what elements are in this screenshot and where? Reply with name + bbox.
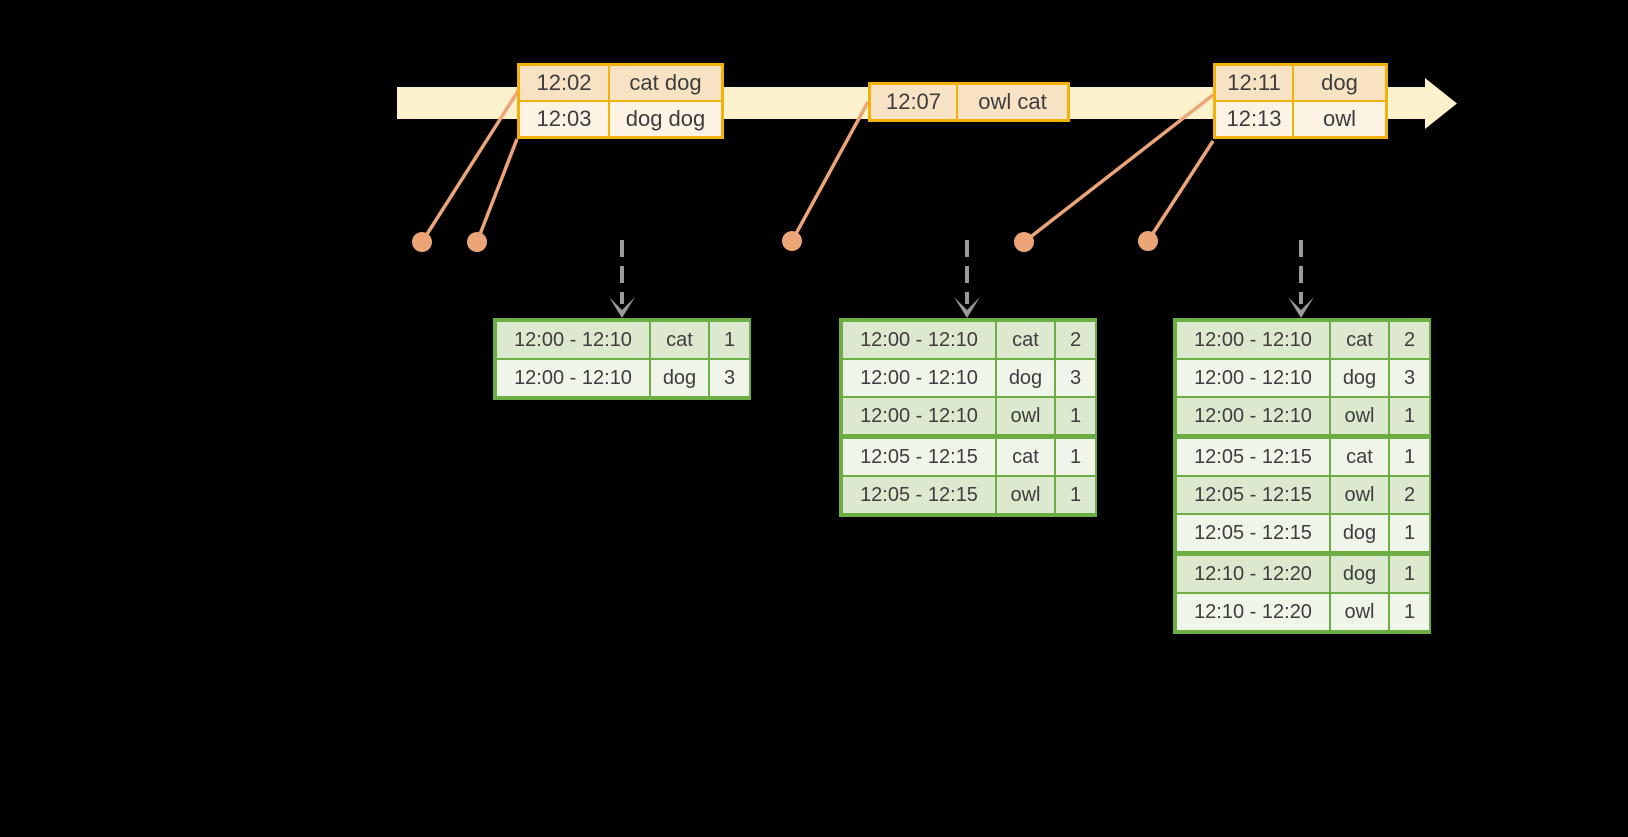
- table-row: 12:10 - 12:20 owl 1: [1177, 594, 1429, 630]
- window-cell: 12:05 - 12:15: [843, 439, 995, 475]
- event-dot: [467, 232, 487, 252]
- event-dot: [782, 231, 802, 251]
- event-words-cell: dog dog: [610, 102, 721, 136]
- count-cell: 3: [710, 360, 749, 396]
- word-cell: dog: [651, 360, 708, 396]
- count-cell: 1: [1056, 477, 1095, 513]
- event-box-3: 12:11 dog 12:13 owl: [1213, 63, 1388, 139]
- count-cell: 1: [1390, 398, 1429, 434]
- event-row: 12:02 cat dog: [520, 66, 721, 100]
- down-arrow-icon: [609, 240, 635, 318]
- connector-line: [1022, 93, 1215, 244]
- word-cell: cat: [651, 322, 708, 358]
- word-cell: owl: [1331, 594, 1388, 630]
- result-table-2: 12:00 - 12:10 cat 2 12:00 - 12:10 dog 3 …: [839, 318, 1097, 517]
- down-arrow-icon: [1288, 240, 1314, 318]
- table-row: 12:05 - 12:15 dog 1: [1177, 515, 1429, 551]
- word-cell: cat: [997, 439, 1054, 475]
- window-cell: 12:00 - 12:10: [843, 322, 995, 358]
- count-cell: 1: [1056, 439, 1095, 475]
- event-words-cell: cat dog: [610, 66, 721, 100]
- event-time-cell: 12:07: [871, 85, 956, 119]
- window-cell: 12:00 - 12:10: [497, 360, 649, 396]
- table-row: 12:00 - 12:10 dog 3: [843, 360, 1095, 396]
- word-cell: cat: [1331, 439, 1388, 475]
- table-row: 12:05 - 12:15 cat 1: [843, 439, 1095, 475]
- window-cell: 12:00 - 12:10: [1177, 360, 1329, 396]
- window-cell: 12:00 - 12:10: [1177, 322, 1329, 358]
- window-cell: 12:05 - 12:15: [1177, 515, 1329, 551]
- table-row: 12:05 - 12:15 owl 1: [843, 477, 1095, 513]
- event-row: 12:13 owl: [1216, 102, 1385, 136]
- table-row: 12:00 - 12:10 owl 1: [1177, 398, 1429, 434]
- window-cell: 12:00 - 12:10: [497, 322, 649, 358]
- table-row: 12:00 - 12:10 dog 3: [1177, 360, 1429, 396]
- event-time-cell: 12:11: [1216, 66, 1292, 100]
- count-cell: 1: [1390, 556, 1429, 592]
- word-cell: dog: [997, 360, 1054, 396]
- connector-line: [790, 101, 870, 242]
- window-cell: 12:00 - 12:10: [843, 360, 995, 396]
- result-table-3: 12:00 - 12:10 cat 2 12:00 - 12:10 dog 3 …: [1173, 318, 1431, 634]
- connector-line: [420, 87, 522, 243]
- event-time-cell: 12:02: [520, 66, 608, 100]
- word-cell: owl: [997, 477, 1054, 513]
- event-time-cell: 12:13: [1216, 102, 1292, 136]
- window-cell: 12:05 - 12:15: [843, 477, 995, 513]
- count-cell: 2: [1056, 322, 1095, 358]
- event-row: 12:07 owl cat: [871, 85, 1067, 119]
- window-cell: 12:05 - 12:15: [1177, 477, 1329, 513]
- table-row: 12:00 - 12:10 cat 2: [843, 322, 1095, 358]
- word-cell: dog: [1331, 515, 1388, 551]
- count-cell: 2: [1390, 477, 1429, 513]
- event-words-cell: dog: [1294, 66, 1385, 100]
- word-cell: owl: [1331, 398, 1388, 434]
- count-cell: 1: [1056, 398, 1095, 434]
- word-cell: dog: [1331, 556, 1388, 592]
- event-row: 12:11 dog: [1216, 66, 1385, 100]
- event-time-cell: 12:03: [520, 102, 608, 136]
- event-row: 12:03 dog dog: [520, 102, 721, 136]
- count-cell: 3: [1056, 360, 1095, 396]
- word-cell: cat: [997, 322, 1054, 358]
- event-dot: [412, 232, 432, 252]
- table-row: 12:10 - 12:20 dog 1: [1177, 556, 1429, 592]
- table-row: 12:05 - 12:15 owl 2: [1177, 477, 1429, 513]
- window-cell: 12:05 - 12:15: [1177, 439, 1329, 475]
- count-cell: 2: [1390, 322, 1429, 358]
- count-cell: 1: [710, 322, 749, 358]
- event-dot: [1014, 232, 1034, 252]
- word-cell: owl: [1331, 477, 1388, 513]
- connector-line: [475, 138, 519, 243]
- count-cell: 1: [1390, 594, 1429, 630]
- window-cell: 12:10 - 12:20: [1177, 556, 1329, 592]
- event-box-1: 12:02 cat dog 12:03 dog dog: [517, 63, 724, 139]
- window-cell: 12:00 - 12:10: [843, 398, 995, 434]
- result-table-1: 12:00 - 12:10 cat 1 12:00 - 12:10 dog 3: [493, 318, 751, 400]
- down-arrow-icon: [954, 240, 980, 318]
- word-cell: dog: [1331, 360, 1388, 396]
- window-cell: 12:00 - 12:10: [1177, 398, 1329, 434]
- count-cell: 3: [1390, 360, 1429, 396]
- table-row: 12:00 - 12:10 cat 2: [1177, 322, 1429, 358]
- word-cell: owl: [997, 398, 1054, 434]
- event-dot: [1138, 231, 1158, 251]
- window-cell: 12:10 - 12:20: [1177, 594, 1329, 630]
- table-row: 12:00 - 12:10 owl 1: [843, 398, 1095, 434]
- event-box-2: 12:07 owl cat: [868, 82, 1070, 122]
- table-row: 12:05 - 12:15 cat 1: [1177, 439, 1429, 475]
- connector-line: [1146, 140, 1215, 242]
- count-cell: 1: [1390, 439, 1429, 475]
- count-cell: 1: [1390, 515, 1429, 551]
- word-cell: cat: [1331, 322, 1388, 358]
- event-words-cell: owl: [1294, 102, 1385, 136]
- table-row: 12:00 - 12:10 cat 1: [497, 322, 749, 358]
- table-row: 12:00 - 12:10 dog 3: [497, 360, 749, 396]
- event-words-cell: owl cat: [958, 85, 1067, 119]
